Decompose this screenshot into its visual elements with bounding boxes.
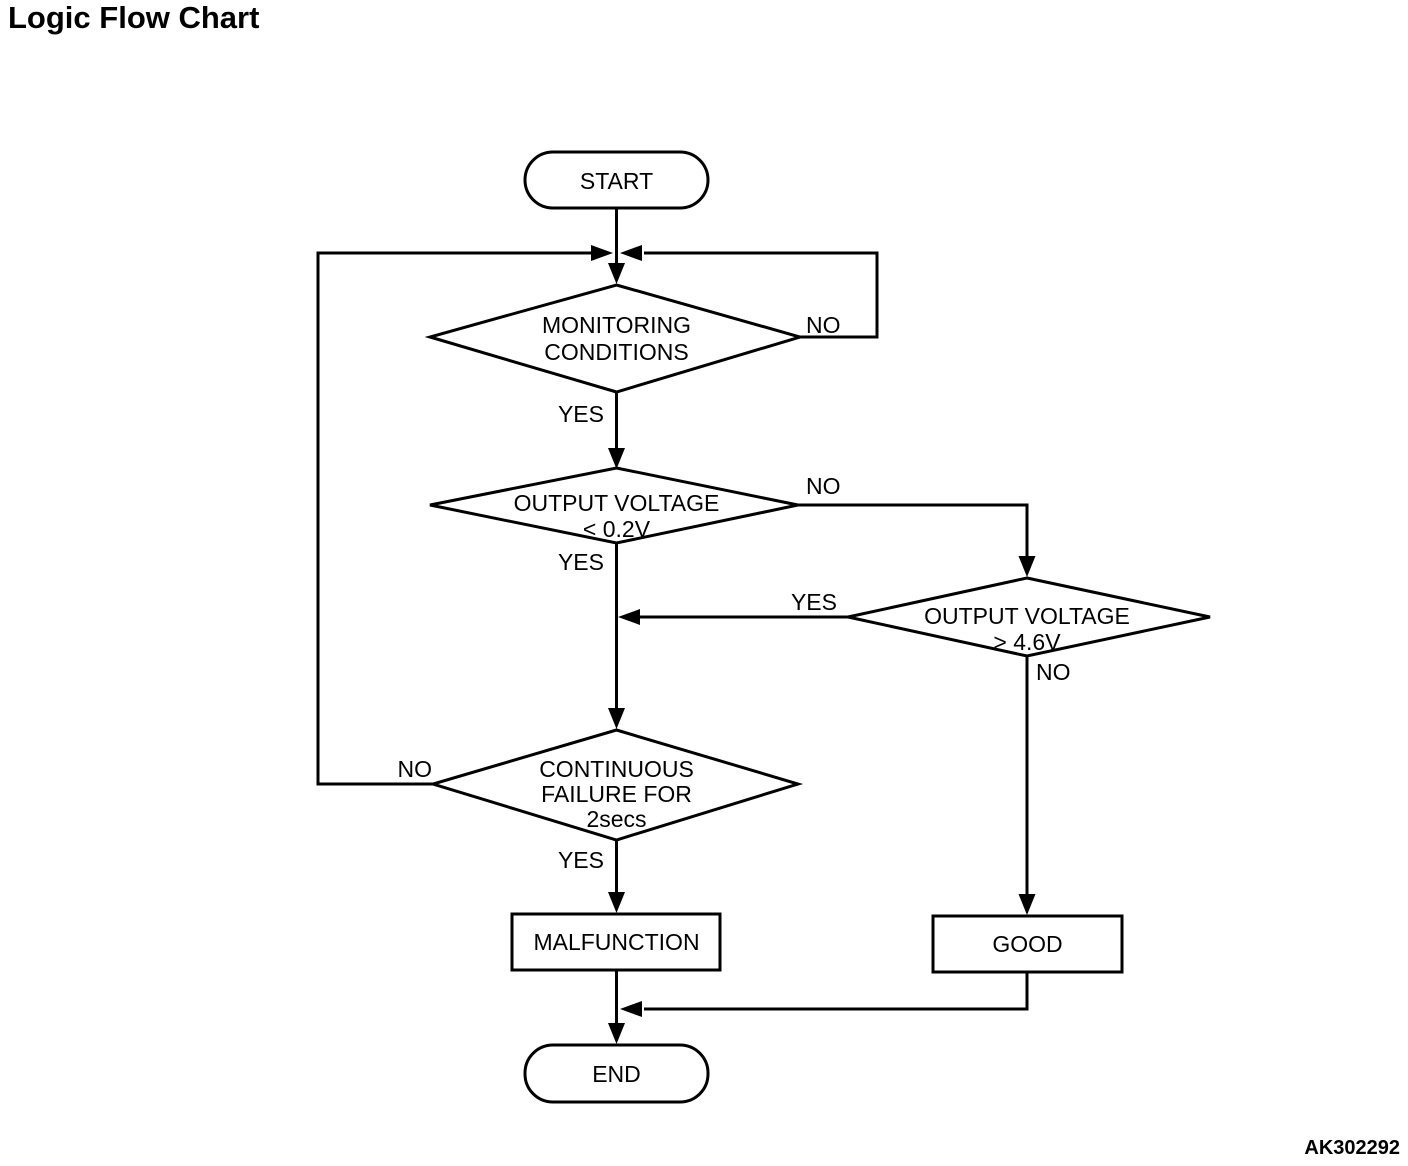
- monitoring-conditions-line2: CONDITIONS: [544, 339, 688, 365]
- end-terminal-shape: [523, 1043, 710, 1104]
- arrowhead-into-monitoring: [608, 263, 625, 284]
- monitoring-conditions-line1: MONITORING: [542, 312, 691, 338]
- output-voltage-high-diamond: [847, 576, 1211, 658]
- output-voltage-low-diamond: [429, 466, 799, 545]
- arrowhead-into-malfunction: [608, 892, 625, 913]
- arrowhead-left-into-junction: [591, 245, 613, 261]
- start-label: START: [580, 168, 653, 194]
- node-start: START: [523, 150, 710, 210]
- good-box: [931, 914, 1124, 974]
- arrowhead-into-good: [1018, 894, 1036, 915]
- malfunction-label: MALFUNCTION: [533, 929, 699, 955]
- node-continuous-failure: CONTINUOUS FAILURE FOR 2secs: [427, 728, 804, 842]
- label-voltage-low-no: NO: [806, 473, 841, 499]
- label-continuous-failure-no: NO: [398, 756, 433, 782]
- continuous-failure-line1: CONTINUOUS: [539, 756, 694, 782]
- output-voltage-high-line1: OUTPUT VOLTAGE: [924, 603, 1130, 629]
- continuous-failure-line3: 2secs: [586, 806, 646, 832]
- arrowhead-into-voltage-high: [1018, 556, 1036, 577]
- arrowhead-into-continuous-failure: [608, 708, 625, 729]
- output-voltage-low-line1: OUTPUT VOLTAGE: [514, 490, 720, 516]
- arrowhead-into-end: [608, 1023, 625, 1044]
- page-title: Logic Flow Chart: [8, 0, 260, 35]
- node-monitoring-conditions: MONITORING CONDITIONS: [424, 283, 806, 394]
- arrowhead-into-voltage-low: [608, 448, 625, 469]
- label-monitoring-yes: YES: [558, 401, 604, 427]
- node-malfunction: MALFUNCTION: [510, 912, 722, 972]
- malfunction-box: [510, 912, 722, 972]
- arrowhead-right-into-junction: [620, 245, 642, 261]
- label-voltage-low-yes: YES: [558, 549, 604, 575]
- edge-continuous-failure-no-loop: [316, 251, 593, 786]
- label-monitoring-no: NO: [806, 312, 841, 338]
- output-voltage-low-line2: < 0.2V: [583, 516, 651, 542]
- label-voltage-high-no: NO: [1036, 659, 1071, 685]
- node-output-voltage-high: OUTPUT VOLTAGE > 4.6V: [847, 576, 1211, 658]
- start-terminal-shape: [523, 150, 710, 210]
- edge-good-merge: [644, 972, 1029, 1011]
- monitoring-conditions-diamond: [424, 283, 806, 394]
- end-label: END: [592, 1061, 641, 1087]
- good-label: GOOD: [992, 931, 1062, 957]
- node-end: END: [523, 1043, 710, 1104]
- output-voltage-high-line2: > 4.6V: [993, 629, 1061, 655]
- label-voltage-high-yes: YES: [791, 589, 837, 615]
- figure-code: AK302292: [1304, 1137, 1400, 1159]
- edges: [316, 208, 1036, 1044]
- node-good: GOOD: [931, 914, 1124, 974]
- edge-labels: NO YES NO YES YES NO NO YES: [398, 312, 1071, 873]
- arrowhead-voltage-high-yes-merge: [618, 609, 640, 625]
- continuous-failure-diamond: [427, 728, 804, 842]
- edge-voltage-low-no: [798, 503, 1029, 558]
- label-continuous-failure-yes: YES: [558, 847, 604, 873]
- arrowhead-good-merge: [620, 1001, 642, 1017]
- node-output-voltage-low: OUTPUT VOLTAGE < 0.2V: [429, 466, 799, 545]
- continuous-failure-line2: FAILURE FOR: [541, 781, 692, 807]
- edge-monitoring-no-loop: [644, 251, 879, 339]
